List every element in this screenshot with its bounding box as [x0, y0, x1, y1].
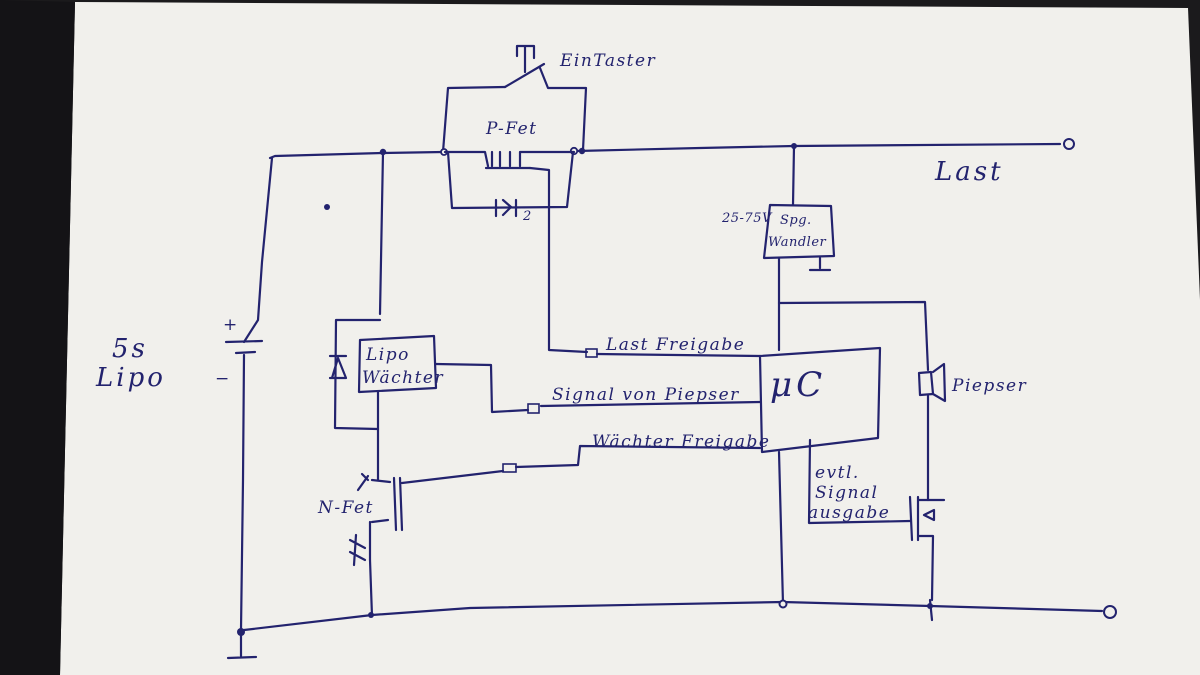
- last-label: Last: [934, 157, 1004, 187]
- regulator-label-line1: Spg.: [780, 213, 812, 228]
- uc-box: [758, 346, 882, 454]
- output-fet-gate: [807, 438, 912, 525]
- battery-label-5s: 5s: [112, 334, 148, 364]
- nfet-symbol: [370, 469, 505, 532]
- regulator-voltage-label: 25-75V: [721, 211, 773, 226]
- lipo-waechter-label-line1: Lipo: [365, 345, 410, 365]
- ground-junction-piepser: [927, 603, 933, 609]
- battery-plus-label: +: [223, 315, 239, 335]
- ground-junction-nfet: [368, 612, 374, 618]
- evtl-signal-label-line3: ausgabe: [808, 503, 890, 523]
- battery-minus-label: −: [215, 369, 231, 389]
- connector-waechter-freigabe: [502, 463, 517, 473]
- waechter-supply-wire: [378, 150, 385, 316]
- last-freigabe-wire: [595, 352, 762, 358]
- signal-piepser-wire: [539, 400, 762, 408]
- evtl-signal-label-line2: Signal: [815, 483, 879, 503]
- taster-contact: [503, 62, 546, 89]
- last-freigabe-label: Last Freigabe: [605, 335, 745, 355]
- battery-wire-bottom: [239, 353, 246, 632]
- taster-actuator: [515, 44, 536, 74]
- battery-plate-short: [234, 350, 257, 355]
- waechter-box: [357, 334, 438, 394]
- zener-symbol: [328, 354, 348, 380]
- regulator-ground: [808, 256, 832, 272]
- regulator-box: [762, 203, 836, 260]
- uc-ground-wire: [777, 450, 785, 606]
- pfet-gate-wire: [528, 166, 589, 354]
- pfet-label: P-Fet: [485, 119, 538, 139]
- regulator-label-line2: Wandler: [768, 235, 827, 250]
- waechter-freigabe-wire: [514, 444, 762, 469]
- load-terminal-plus: [1063, 138, 1075, 150]
- taster-bypass-wire: [441, 66, 588, 154]
- waechter-side-loop: [333, 318, 382, 431]
- waechter-output-wire: [434, 362, 530, 414]
- ground-junction-uc: [778, 599, 788, 609]
- nfet-diode: [356, 472, 370, 492]
- regulator-feed: [791, 144, 796, 207]
- load-rail-wire: [575, 142, 1062, 153]
- nfet-ground-wire: [368, 558, 374, 618]
- nfet-label: N-Fet: [317, 498, 374, 518]
- connector-signal-piepser: [527, 403, 540, 414]
- ground-rail-wire: [242, 600, 1104, 632]
- nfet-body-zener: [348, 520, 372, 567]
- output-fet-symbol: [908, 495, 946, 602]
- diode-symbol: [494, 198, 518, 218]
- battery-wire-top: [242, 156, 274, 344]
- pfet-symbol: [443, 150, 576, 170]
- lipo-waechter-label-line2: Wächter: [362, 368, 444, 388]
- regulator-output: [777, 256, 930, 372]
- waechter-freigabe-label: Wächter Freigabe: [592, 432, 770, 452]
- battery-plate-long: [224, 339, 264, 344]
- pfet-node-right-dot: [578, 147, 586, 155]
- paper-sheet: [60, 2, 1200, 675]
- load-terminal-minus: [1103, 605, 1117, 619]
- piepser-label: Piepser: [951, 376, 1027, 396]
- ein-taster-label: EinTaster: [559, 51, 656, 71]
- uc-label: μC: [770, 365, 826, 405]
- paper-shadow-left: [0, 0, 75, 675]
- top-rail-wire: [268, 150, 445, 160]
- diode-index-label: 2: [522, 209, 532, 224]
- signal-von-piepser-label: Signal von Piepser: [552, 385, 740, 405]
- evtl-signal-label-line1: evtl.: [815, 463, 860, 483]
- piepser-symbol: [917, 362, 947, 403]
- stray-mark: [324, 204, 330, 210]
- battery-label-lipo: Lipo: [95, 363, 166, 393]
